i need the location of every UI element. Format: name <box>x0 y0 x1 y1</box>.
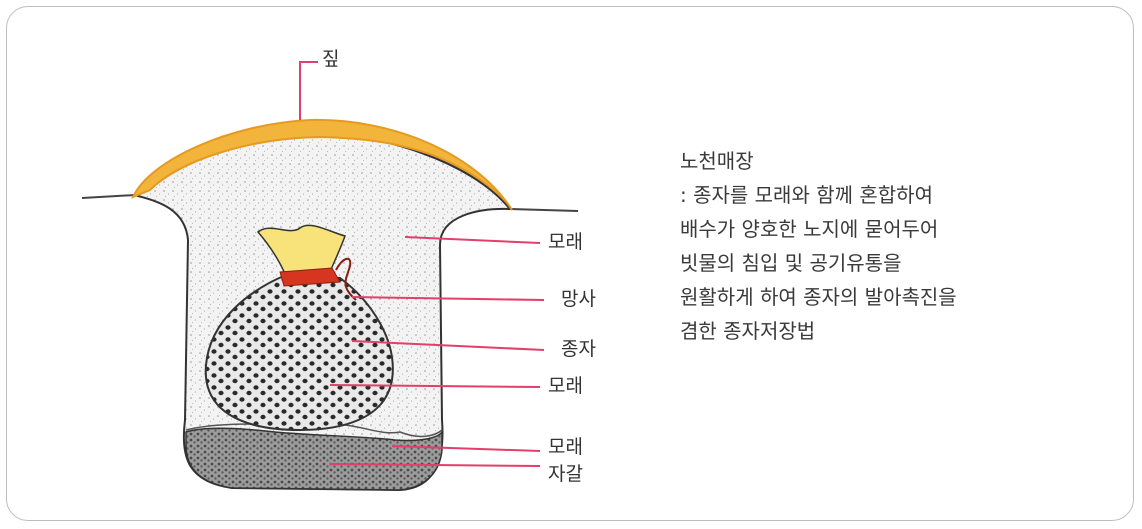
tie-string <box>335 257 357 301</box>
leader-sand-top <box>404 236 541 244</box>
label-sand-mid: 모래 <box>548 375 583 397</box>
bag-neck <box>256 224 346 277</box>
description-line: 배수가 양호한 노지에 묻어두어 <box>680 217 939 241</box>
leader-straw <box>299 61 318 120</box>
seed-bag <box>204 273 394 432</box>
description-line: : 종자를 모래와 함께 혼합하여 <box>680 183 933 207</box>
label-straw: 짚 <box>322 48 340 70</box>
ground-line <box>81 194 579 212</box>
gravel-layer <box>185 427 443 491</box>
description-line: 원활하게 하여 종자의 발아촉진을 <box>680 285 957 309</box>
label-seed: 종자 <box>561 338 596 360</box>
leader-sand-bottom <box>391 445 541 452</box>
label-sand-bottom: 모래 <box>548 436 583 458</box>
sand-bottom-layer <box>185 423 443 438</box>
leader-gravel <box>329 463 541 467</box>
description-block: 노천매장 : 종자를 모래와 함께 혼합하여 배수가 양호한 노지에 묻어두어 … <box>680 144 957 348</box>
label-sand-top: 모래 <box>548 231 583 253</box>
label-mesh: 망사 <box>561 288 596 310</box>
description-title: 노천매장 <box>680 149 754 173</box>
bag-tie <box>279 267 341 287</box>
description-line: 빗물의 침입 및 공기유통을 <box>680 251 902 275</box>
straw-cover <box>131 118 513 211</box>
leader-seed <box>351 340 545 351</box>
leader-mesh <box>351 296 545 301</box>
description-line: 겸한 종자저장법 <box>680 319 816 343</box>
label-gravel: 자갈 <box>548 463 583 485</box>
leader-sand-mid <box>329 384 541 388</box>
